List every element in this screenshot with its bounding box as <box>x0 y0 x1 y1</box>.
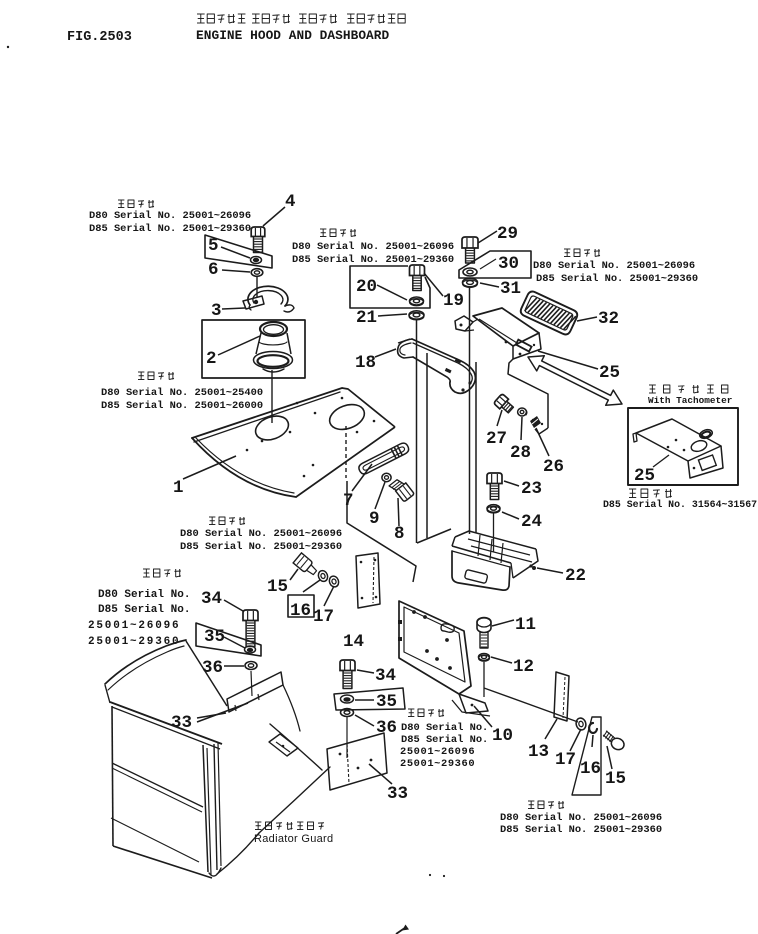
svg-text:32: 32 <box>598 309 619 329</box>
svg-text:10: 10 <box>492 726 513 746</box>
svg-text:16: 16 <box>580 759 601 779</box>
svg-text:27: 27 <box>486 429 507 449</box>
svg-text:35: 35 <box>376 692 397 712</box>
svg-text:15: 15 <box>605 769 626 789</box>
svg-text:5: 5 <box>208 236 219 256</box>
svg-text:D85 Serial No. 25001~29360: D85 Serial No. 25001~29360 <box>292 254 454 266</box>
svg-text:D85 Serial No. 25001~26000: D85 Serial No. 25001~26000 <box>101 400 263 412</box>
svg-text:D80 Serial No. 25001~26096: D80 Serial No. 25001~26096 <box>89 210 251 222</box>
svg-text:16: 16 <box>290 601 311 621</box>
svg-text:15: 15 <box>267 577 288 597</box>
svg-text:ENGINE HOOD AND DASHBOARD: ENGINE HOOD AND DASHBOARD <box>196 28 390 43</box>
svg-text:12: 12 <box>513 657 534 677</box>
svg-text:18: 18 <box>355 353 376 373</box>
svg-text:28: 28 <box>510 443 531 463</box>
svg-text:34: 34 <box>201 589 222 609</box>
svg-text:23: 23 <box>521 479 542 499</box>
svg-text:25001~29360: 25001~29360 <box>88 636 180 648</box>
svg-text:7: 7 <box>343 491 354 511</box>
svg-text:14: 14 <box>343 632 364 652</box>
svg-text:25001~26096: 25001~26096 <box>88 620 180 632</box>
svg-text:31: 31 <box>500 279 521 299</box>
svg-text:33: 33 <box>387 784 408 804</box>
svg-text:8: 8 <box>394 524 405 544</box>
svg-text:25001~26096: 25001~26096 <box>400 746 475 758</box>
svg-text:30: 30 <box>498 254 519 274</box>
svg-text:25001~29360: 25001~29360 <box>400 758 475 770</box>
svg-text:36: 36 <box>202 658 223 678</box>
svg-text:D80 Serial No. 25001~26096: D80 Serial No. 25001~26096 <box>180 528 342 540</box>
svg-text:With Tachometer: With Tachometer <box>648 395 732 406</box>
svg-text:D80 Serial No. 25001~26096: D80 Serial No. 25001~26096 <box>500 812 662 824</box>
svg-text:19: 19 <box>443 291 464 311</box>
svg-text:D80 Serial No. 25001~26096: D80 Serial No. 25001~26096 <box>292 241 454 253</box>
svg-text:33: 33 <box>171 713 192 733</box>
svg-text:35: 35 <box>204 627 225 647</box>
svg-text:21: 21 <box>356 308 377 328</box>
svg-text:Radiator Guard: Radiator Guard <box>254 833 333 845</box>
svg-text:D85 Serial No.: D85 Serial No. <box>98 604 190 616</box>
svg-text:17: 17 <box>313 607 334 627</box>
svg-text:D80 Serial No. 25001~25400: D80 Serial No. 25001~25400 <box>101 387 263 399</box>
svg-text:22: 22 <box>565 566 586 586</box>
svg-text:D85 Serial No. 25001~29360: D85 Serial No. 25001~29360 <box>500 824 662 836</box>
svg-text:9: 9 <box>369 509 380 529</box>
svg-text:24: 24 <box>521 512 542 532</box>
svg-text:D80 Serial No.: D80 Serial No. <box>401 722 488 734</box>
svg-text:D80 Serial No.: D80 Serial No. <box>98 589 190 601</box>
svg-text:D80 Serial No. 25001~26096: D80 Serial No. 25001~26096 <box>533 260 695 272</box>
svg-text:3: 3 <box>211 301 222 321</box>
svg-text:20: 20 <box>356 277 377 297</box>
svg-text:25: 25 <box>599 363 620 383</box>
svg-text:D85 Serial No. 25001~29360: D85 Serial No. 25001~29360 <box>89 223 251 235</box>
svg-text:4: 4 <box>285 192 296 212</box>
svg-text:13: 13 <box>528 742 549 762</box>
svg-text:6: 6 <box>208 260 219 280</box>
svg-text:FIG.2503: FIG.2503 <box>67 30 132 45</box>
svg-text:34: 34 <box>375 666 396 686</box>
svg-text:1: 1 <box>173 478 184 498</box>
svg-text:25: 25 <box>634 466 655 486</box>
svg-text:11: 11 <box>515 615 536 635</box>
svg-text:D85 Serial No. 25001~29360: D85 Serial No. 25001~29360 <box>536 273 698 285</box>
svg-text:2: 2 <box>206 349 217 369</box>
svg-text:D85 Serial No. 31564~31567: D85 Serial No. 31564~31567 <box>603 499 757 510</box>
svg-text:29: 29 <box>497 224 518 244</box>
svg-text:17: 17 <box>555 750 576 770</box>
svg-text:D85 Serial No.: D85 Serial No. <box>401 734 488 746</box>
svg-text:26: 26 <box>543 457 564 477</box>
svg-text:D85 Serial No. 25001~29360: D85 Serial No. 25001~29360 <box>180 541 342 553</box>
